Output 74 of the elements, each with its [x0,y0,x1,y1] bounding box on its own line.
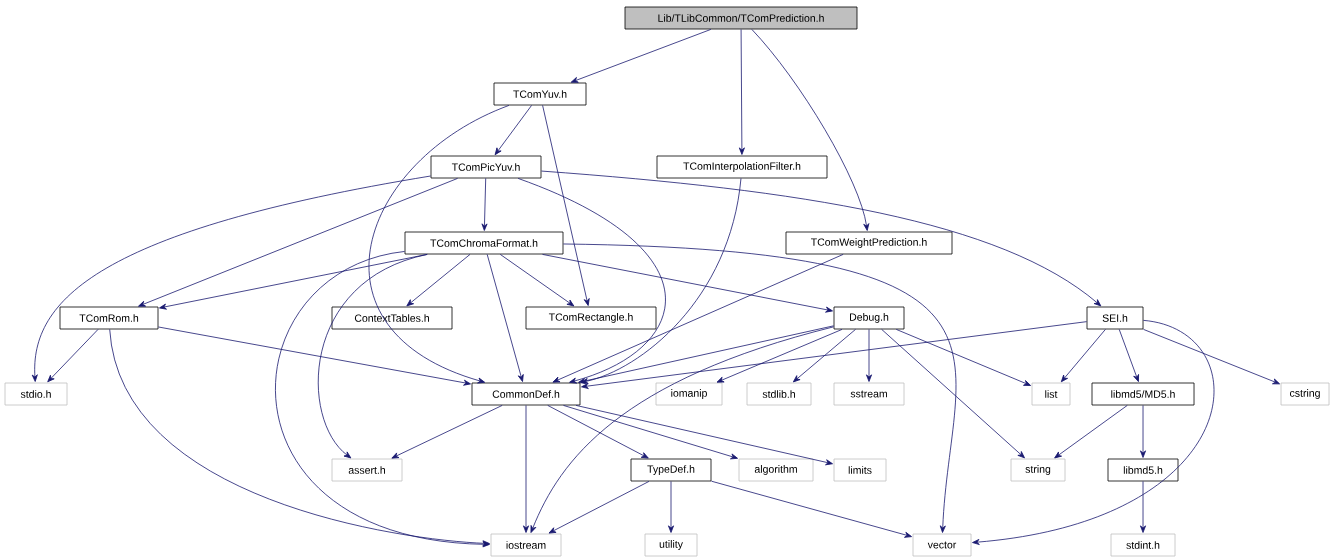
arrow [486,254,524,382]
file-box: iostream [490,533,562,557]
file-box: TypeDef.h [630,458,712,482]
file-box: CommonDef.h [471,382,581,406]
arrow [542,254,833,313]
arrow [716,329,843,383]
file-box: TComRom.h [59,306,159,330]
arrow [792,329,856,383]
arrow [530,326,834,533]
file-box: list [1031,382,1071,406]
file-box: SEI.h [1086,306,1144,330]
arrow [547,405,649,459]
arrow [1140,405,1146,458]
file-box: algorithm [738,458,814,482]
arrow [1054,405,1128,459]
arrow [391,405,503,459]
arrow [866,329,872,382]
file-box: vector [912,533,972,557]
arrow [581,321,1087,389]
arrow [541,170,1102,307]
arrow [47,329,99,383]
arrow [972,319,1214,545]
arrow [881,329,1025,459]
arrow [751,29,870,231]
file-box: Lib/TLibCommon/TComPrediction.h [624,6,858,30]
file-box: sstream [833,382,905,406]
file-box: string [1010,458,1066,482]
arrow [499,254,575,307]
arrow [578,325,834,384]
arrow [494,105,532,156]
file-box: assert.h [331,458,403,482]
arrow [158,326,471,386]
file-box: cstring [1280,382,1330,406]
arrow [31,175,431,382]
file-box: utility [644,533,698,557]
arrow [275,251,490,548]
file-box: ContextTables.h [331,306,453,330]
arrow [570,29,712,83]
arrow [895,329,1031,386]
file-box: Debug.h [833,306,905,330]
arrow [563,405,738,460]
arrow [711,480,912,538]
arrow [1140,481,1146,533]
arrow [738,29,745,155]
file-box: TComRectangle.h [525,306,657,330]
arrow [406,254,471,307]
file-box: stdint.h [1110,533,1176,557]
file-box: stdlib.h [746,382,812,406]
arrow [109,329,490,547]
arrow [1143,328,1280,385]
arrow [575,405,833,466]
file-box: libmd5/MD5.h [1091,382,1195,406]
arrow [368,105,510,384]
arrow [517,178,666,384]
file-box: TComPicYuv.h [430,155,542,179]
file-box: libmd5.h [1107,458,1179,482]
arrow [1060,329,1106,383]
file-box: TComChromaFormat.h [404,231,564,255]
arrow [563,243,957,533]
file-box: iomanip [655,382,723,406]
file-box: TComInterpolationFilter.h [656,155,828,179]
file-box: TComWeightPrediction.h [785,231,953,255]
arrow [552,254,844,383]
arrow [523,405,529,533]
arrow [1118,329,1139,382]
file-box: stdio.h [4,382,68,406]
arrow [138,178,458,307]
file-box: TComYuv.h [493,82,587,106]
arrow [542,105,590,306]
arrow [548,481,650,534]
arrow [318,254,428,459]
arrow [481,178,488,231]
file-box: limits [833,458,887,482]
arrow [668,481,674,533]
